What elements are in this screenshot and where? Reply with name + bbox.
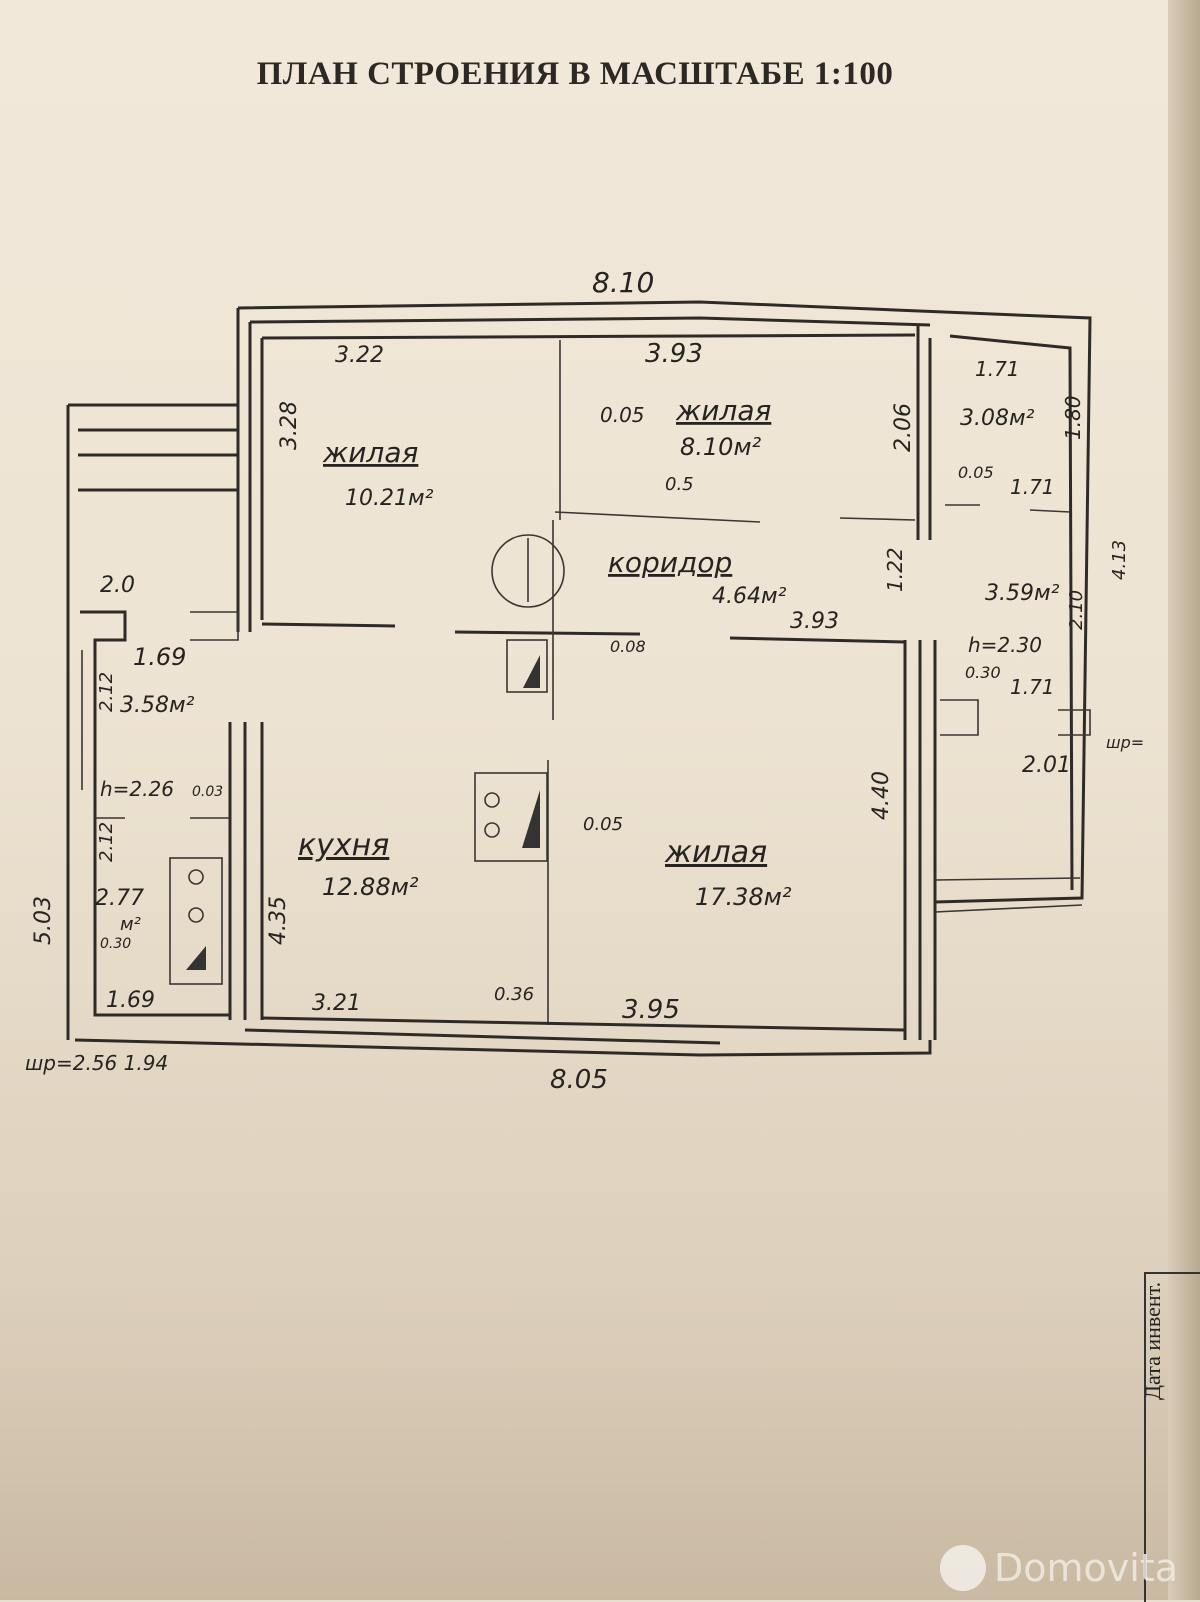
dim-left-total: 5.03	[31, 896, 56, 945]
dim-top-total: 8.10	[592, 266, 654, 299]
room-name-kitchen: кухня	[298, 828, 389, 863]
watermark-text: Domovita	[994, 1546, 1179, 1590]
room-area-corridor: 4.64м²	[712, 584, 787, 609]
dim-large-width: 3.95	[622, 995, 680, 1025]
page-edge	[1168, 0, 1200, 1600]
dim-kitchen-width: 3.21	[312, 991, 361, 1016]
dim-vestibule-width: 2.0	[100, 573, 135, 598]
watermark-logo-icon	[940, 1545, 986, 1591]
room-area-7-unit: м²	[120, 914, 141, 935]
room-area-6: 3.58м²	[120, 693, 195, 718]
inventory-stamp-box	[1144, 1272, 1200, 1602]
dim-door-g: 0.05	[583, 814, 623, 835]
dim-door-c: 0.05	[958, 463, 994, 482]
dim-room3-width: 1.71	[975, 357, 1020, 381]
room-name-corridor: коридор	[608, 546, 732, 579]
watermark: Domovita	[940, 1545, 1178, 1591]
dim-right-bottom-width: 1.71	[1010, 675, 1055, 699]
dim-corridor-height: 1.22	[883, 547, 907, 592]
room-area-living-large: 17.38м²	[695, 883, 792, 911]
dim-door-f: 0.30	[100, 936, 131, 952]
dimension-labels: 8.10 3.22 3.93 1.71 3.28 2.06 1.80 0.05 …	[25, 266, 1144, 1095]
dim-room1-height: 3.28	[277, 401, 302, 450]
dim-door-b: 0.5	[665, 474, 694, 495]
room-name-living-large: жилая	[664, 835, 767, 870]
room-name-living-2: жилая	[675, 394, 771, 427]
room-labels: жилая 10.21м² жилая 8.10м² 3.08м² коридо…	[95, 394, 1060, 935]
footer-note: шр=2.56 1.94	[25, 1051, 168, 1075]
room-area-5: 3.59м²	[985, 581, 1060, 606]
dim-room1-width: 3.22	[335, 343, 384, 368]
dim-bottom-total: 8.05	[550, 1065, 608, 1095]
room-area-7: 2.77	[95, 886, 144, 911]
dim-pantry-width: 1.69	[106, 988, 155, 1013]
dim-porch-width: 2.01	[1022, 753, 1071, 778]
inventory-date-label: Дата инвент.	[1140, 1281, 1165, 1400]
dim-vestibule-inner: 1.69	[133, 643, 186, 671]
walls	[66, 300, 1092, 1057]
height-right-hall: h=2.30	[968, 633, 1042, 657]
height-vestibule: h=2.26	[100, 777, 174, 801]
dim-right-hall-width: 1.71	[1010, 475, 1055, 499]
stove-icon	[506, 639, 548, 693]
plan-title: ПЛАН СТРОЕНИЯ В МАСШТАБЕ 1:100	[256, 56, 894, 92]
dim-right-hall-height: 4.13	[1109, 540, 1130, 580]
kitchen-stove-icon	[474, 772, 548, 862]
room-area-living-1: 10.21м²	[345, 486, 434, 511]
room-area-3: 3.08м²	[960, 406, 1035, 431]
dim-door-i: 0.30	[965, 663, 1001, 682]
dim-door-e: 0.03	[192, 784, 223, 800]
dim-door-a: 0.05	[600, 403, 645, 427]
room-area-kitchen: 12.88м²	[322, 873, 419, 901]
room-name-living-1: жилая	[322, 436, 418, 469]
pantry-stove-icon	[169, 857, 223, 985]
room-area-living-2: 8.10м²	[680, 433, 762, 461]
chimney-icon	[491, 534, 565, 608]
dim-kitchen-height: 4.35	[266, 896, 291, 945]
dim-door-d: 0.08	[610, 637, 646, 656]
dim-large-height: 4.40	[869, 771, 894, 820]
dim-corridor-width: 3.93	[790, 609, 839, 634]
dim-room2-height: 2.06	[891, 403, 916, 452]
dim-room2-width: 3.93	[645, 339, 703, 369]
porch-note: шр=	[1106, 733, 1144, 752]
dim-pantry-height: 2.12	[96, 822, 117, 862]
dim-vestibule-height: 2.12	[96, 672, 117, 712]
dim-door-h: 0.36	[494, 984, 534, 1005]
dim-right-hall-inner: 2.10	[1066, 590, 1087, 630]
dim-room3-side: 1.80	[1061, 395, 1085, 440]
